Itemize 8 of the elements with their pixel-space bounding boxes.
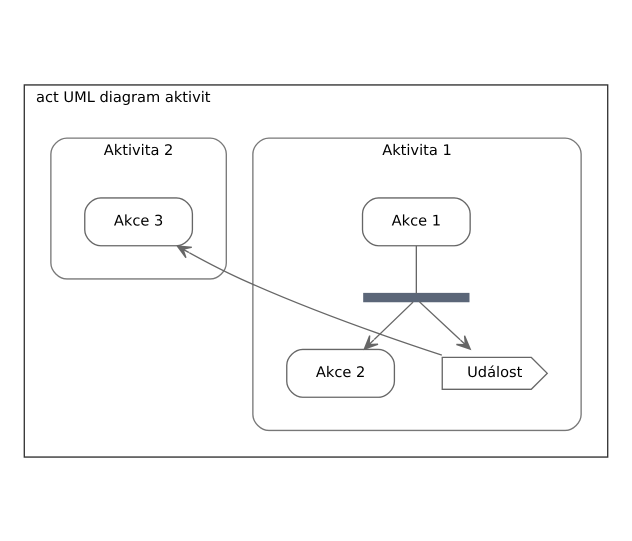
node-box: Akce 2 [286,348,396,398]
node-box: Akce 3 [84,196,194,246]
arrow [176,244,442,356]
connector [416,245,417,293]
arrow [364,301,414,350]
node-bar [363,292,470,302]
node-box: Akce 1 [362,196,471,246]
arrow [418,300,471,350]
